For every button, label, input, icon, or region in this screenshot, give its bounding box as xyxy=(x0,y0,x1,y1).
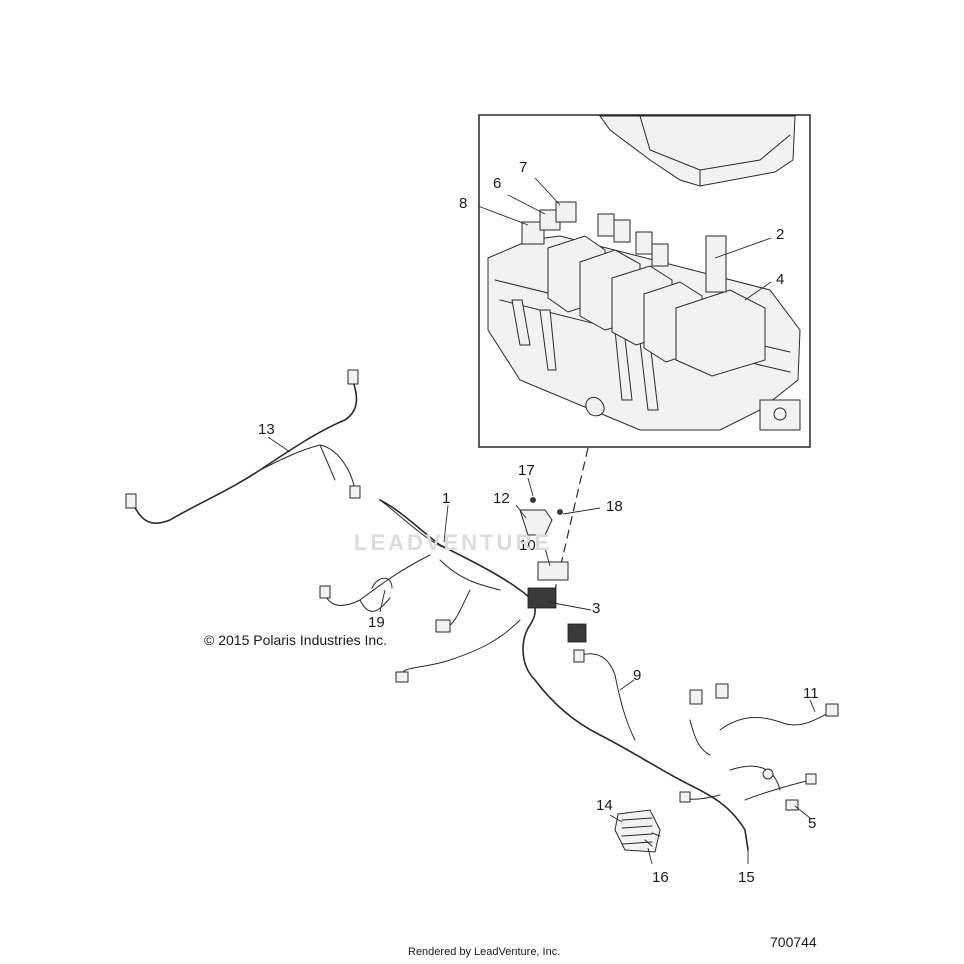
callout-8: 8 xyxy=(459,195,467,212)
callout-1: 1 xyxy=(442,490,450,507)
leader-lines xyxy=(267,177,816,865)
callout-15: 15 xyxy=(738,869,755,886)
watermark: LEADVENTURE xyxy=(354,530,553,555)
main-harness xyxy=(125,369,839,853)
callout-6: 6 xyxy=(493,175,501,192)
callout-12: 12 xyxy=(493,490,510,507)
fuse-box-inset xyxy=(478,114,811,448)
callout-7: 7 xyxy=(519,159,527,176)
callout-16: 16 xyxy=(652,869,669,886)
callout-19: 19 xyxy=(368,614,385,631)
callout-14: 14 xyxy=(596,797,613,814)
callout-4: 4 xyxy=(776,271,784,288)
callout-2: 2 xyxy=(776,226,784,243)
copyright-notice: © 2015 Polaris Industries Inc. xyxy=(204,632,388,648)
callout-9: 9 xyxy=(633,667,641,684)
callout-5: 5 xyxy=(808,815,816,832)
callout-3: 3 xyxy=(592,600,600,617)
callout-10: 10 xyxy=(519,537,536,554)
diagram-number: 700744 xyxy=(770,934,817,950)
callout-17: 17 xyxy=(518,462,535,479)
callout-13: 13 xyxy=(258,421,275,438)
callout-18: 18 xyxy=(606,498,623,515)
callout-11: 11 xyxy=(803,685,819,702)
rendered-by-credit: Rendered by LeadVenture, Inc. xyxy=(408,946,561,958)
callout-labels: 1 2 3 4 5 6 7 8 9 10 11 12 13 14 15 16 1… xyxy=(258,159,819,886)
